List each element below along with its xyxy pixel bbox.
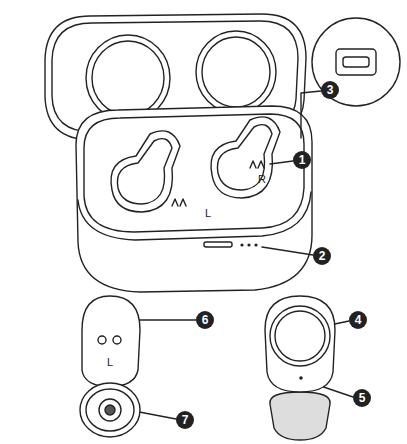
callout-number: 4	[355, 314, 362, 326]
charging-pins	[250, 161, 264, 168]
led-dot	[254, 243, 257, 246]
led-dot	[240, 243, 243, 246]
earbud-recess	[117, 139, 172, 204]
callout-number: 6	[202, 314, 209, 326]
charging-contact	[113, 336, 121, 344]
led-dot	[247, 243, 250, 246]
ear-tip	[80, 383, 140, 437]
leader-line	[301, 91, 321, 138]
callout-disc	[196, 311, 214, 329]
lid-hole	[86, 35, 170, 121]
left-earbud	[82, 296, 140, 387]
callout-number: 2	[319, 250, 326, 262]
touch-panel	[275, 311, 325, 361]
callout-disc	[349, 311, 367, 329]
earbud-recess	[217, 125, 272, 190]
lid-hole	[92, 41, 164, 115]
leader-line	[262, 247, 313, 255]
callout-number: 5	[359, 392, 366, 404]
side-letter: L	[205, 208, 211, 219]
charging-pins	[172, 199, 186, 206]
earbud-recess	[111, 131, 180, 212]
right-earbud-tip	[270, 392, 330, 440]
touch-panel	[270, 306, 330, 366]
side-letter: R	[258, 174, 266, 185]
callout-number: 1	[299, 154, 306, 166]
port-inset	[312, 18, 400, 106]
lid-hole	[202, 37, 270, 107]
charging-contact	[98, 336, 106, 344]
callout-disc	[176, 411, 194, 429]
right-earbud	[265, 296, 335, 392]
callout-disc	[321, 81, 339, 99]
callout-disc	[293, 151, 311, 169]
case-base	[76, 106, 312, 292]
usb-c-port	[336, 49, 376, 75]
callout-disc	[313, 247, 331, 265]
base-top-inner	[84, 114, 304, 232]
ear-tip	[86, 389, 134, 431]
callout-number: 3	[327, 84, 334, 96]
callout-disc	[353, 389, 371, 407]
base-top-edge	[78, 192, 311, 240]
lid-hole	[196, 31, 276, 113]
usb-c-port	[343, 57, 369, 67]
ear-tip-nozzle	[105, 405, 115, 415]
leader-line	[270, 161, 293, 164]
side-letter: L	[107, 357, 113, 368]
front-slot	[204, 242, 232, 247]
callout-number: 7	[182, 414, 189, 426]
ear-tip-nozzle	[99, 399, 121, 421]
microphone-hole	[299, 376, 303, 380]
earbud-recess	[211, 117, 280, 198]
